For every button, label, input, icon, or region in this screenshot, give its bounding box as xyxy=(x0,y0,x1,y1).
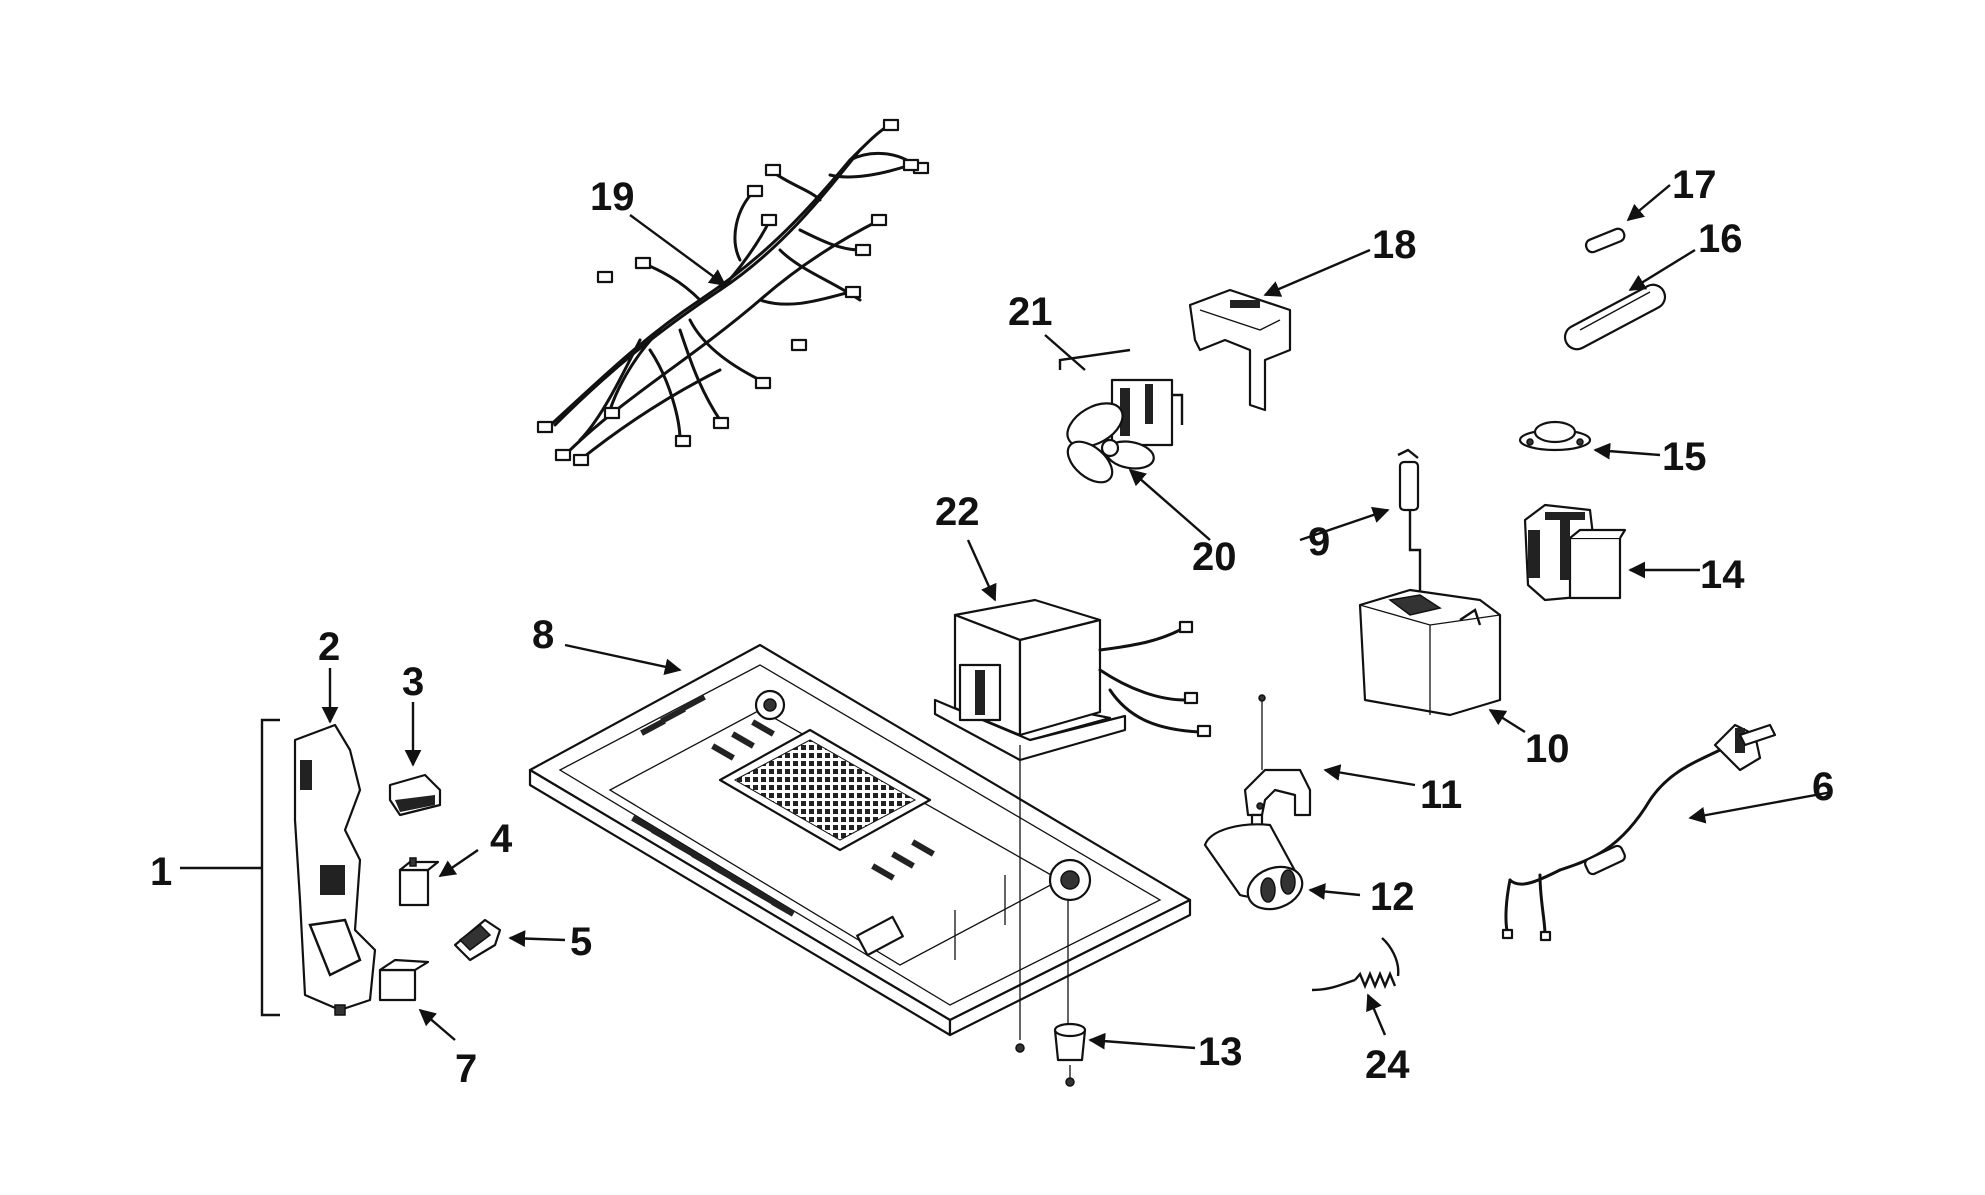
interlock-switch-7 xyxy=(378,958,430,1002)
label-7: 7 xyxy=(455,1047,477,1091)
label-12: 12 xyxy=(1370,875,1415,919)
label-18: 18 xyxy=(1372,223,1417,267)
latch-lever xyxy=(453,918,502,962)
label-21: 21 xyxy=(1008,290,1053,334)
label-19: 19 xyxy=(590,175,635,219)
callout-labels: 1 2 3 4 5 6 7 8 9 10 11 12 13 14 15 16 1… xyxy=(150,163,1834,1091)
spring xyxy=(1311,937,1400,992)
screws xyxy=(954,745,1069,1053)
fuse-holder xyxy=(1563,283,1667,351)
label-5: 5 xyxy=(570,920,592,964)
high-voltage-capacitor xyxy=(1203,823,1304,911)
high-voltage-diode xyxy=(1397,448,1422,595)
label-6: 6 xyxy=(1812,765,1834,809)
label-1: 1 xyxy=(150,850,172,894)
base-plate xyxy=(528,643,1192,1037)
foot xyxy=(1053,1022,1087,1087)
high-voltage-transformer xyxy=(933,598,1212,762)
magnetron xyxy=(1523,503,1627,602)
power-cord xyxy=(1501,723,1777,942)
label-3: 3 xyxy=(402,660,424,704)
interlock-switch-3 xyxy=(388,773,442,817)
assembly-bracket-line xyxy=(260,718,280,1017)
label-11: 11 xyxy=(1420,773,1462,817)
label-2: 2 xyxy=(318,625,340,669)
label-15: 15 xyxy=(1662,435,1707,479)
label-14: 14 xyxy=(1700,553,1745,597)
label-22: 22 xyxy=(935,490,980,534)
label-17: 17 xyxy=(1672,163,1717,207)
fan-blade xyxy=(1066,402,1155,484)
interlock-switch-4 xyxy=(398,857,440,907)
label-24: 24 xyxy=(1365,1043,1410,1087)
thermostat xyxy=(1518,420,1592,452)
label-8: 8 xyxy=(532,613,554,657)
label-16: 16 xyxy=(1698,217,1743,261)
interlock-bracket xyxy=(293,723,377,1016)
fan-bracket xyxy=(1188,288,1292,412)
capacitor-bracket xyxy=(1358,588,1502,717)
fuse xyxy=(1584,227,1626,254)
label-4: 4 xyxy=(490,817,513,861)
leader-lines xyxy=(180,184,1833,1050)
label-20: 20 xyxy=(1192,535,1237,579)
label-13: 13 xyxy=(1198,1030,1243,1074)
capacitor-clamp xyxy=(1243,694,1312,834)
label-9: 9 xyxy=(1308,520,1330,564)
wire-harness xyxy=(536,118,930,467)
label-10: 10 xyxy=(1525,727,1570,771)
